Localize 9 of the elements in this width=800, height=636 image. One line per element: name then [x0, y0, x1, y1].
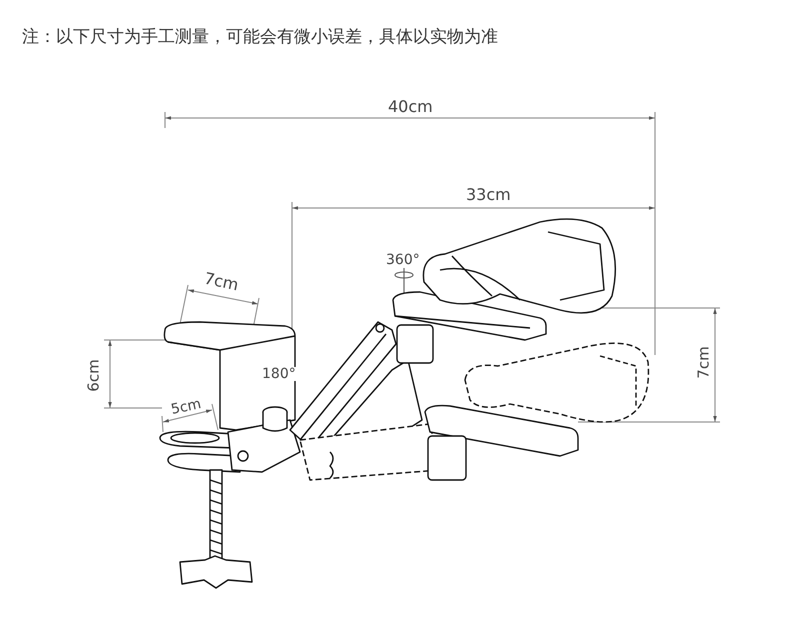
dimension-label: 7cm [202, 270, 240, 294]
dimension-label: 7cm [696, 346, 712, 379]
rotation-label: 180° [262, 367, 296, 381]
rotation-label: 360° [386, 253, 420, 267]
dimension-label: 5cm [170, 397, 202, 417]
dimension-label: 40cm [388, 99, 433, 115]
dimension-label: 33cm [466, 187, 511, 203]
note-text: 注：以下尺寸为手工测量，可能会有微小误差，具体以实物为准 [22, 29, 498, 46]
dimension-label: 6cm [86, 359, 102, 392]
